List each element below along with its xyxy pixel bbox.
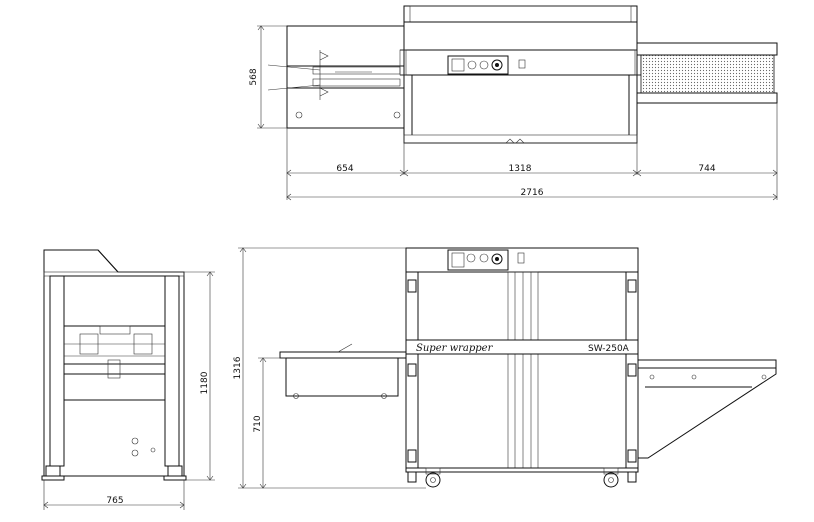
dim-total: 2716 <box>521 188 544 198</box>
side-infeed-table <box>279 351 407 359</box>
outfeed-chute <box>637 359 777 459</box>
label-band <box>405 339 639 355</box>
end-view: 1180 765 <box>41 249 215 510</box>
caster-right <box>603 472 619 488</box>
top-view: 568 654 1318 744 2716 <box>249 5 778 201</box>
control-panel-side <box>447 249 509 271</box>
dim-outfeed: 744 <box>698 164 715 174</box>
control-panel-top <box>447 55 509 75</box>
side-cabinet <box>405 271 639 469</box>
side-view: Super wrapper SW-250A 1316 710 <box>233 247 777 489</box>
dim-infeed: 654 <box>336 164 353 174</box>
model-label: SW-250A <box>588 344 630 354</box>
dim-table-height: 710 <box>253 415 263 432</box>
caster-left <box>425 472 441 488</box>
dim-end-height: 1180 <box>200 371 210 394</box>
dim-overall-height: 1316 <box>233 356 243 379</box>
dim-end-width: 765 <box>106 496 123 506</box>
dim-body: 1318 <box>509 164 532 174</box>
dim-top-height: 568 <box>249 68 259 85</box>
infeed-table <box>286 25 405 129</box>
brand-label: Super wrapper <box>416 343 494 354</box>
outfeed-conveyor-mesh <box>640 54 775 94</box>
side-top-cover <box>405 247 639 273</box>
